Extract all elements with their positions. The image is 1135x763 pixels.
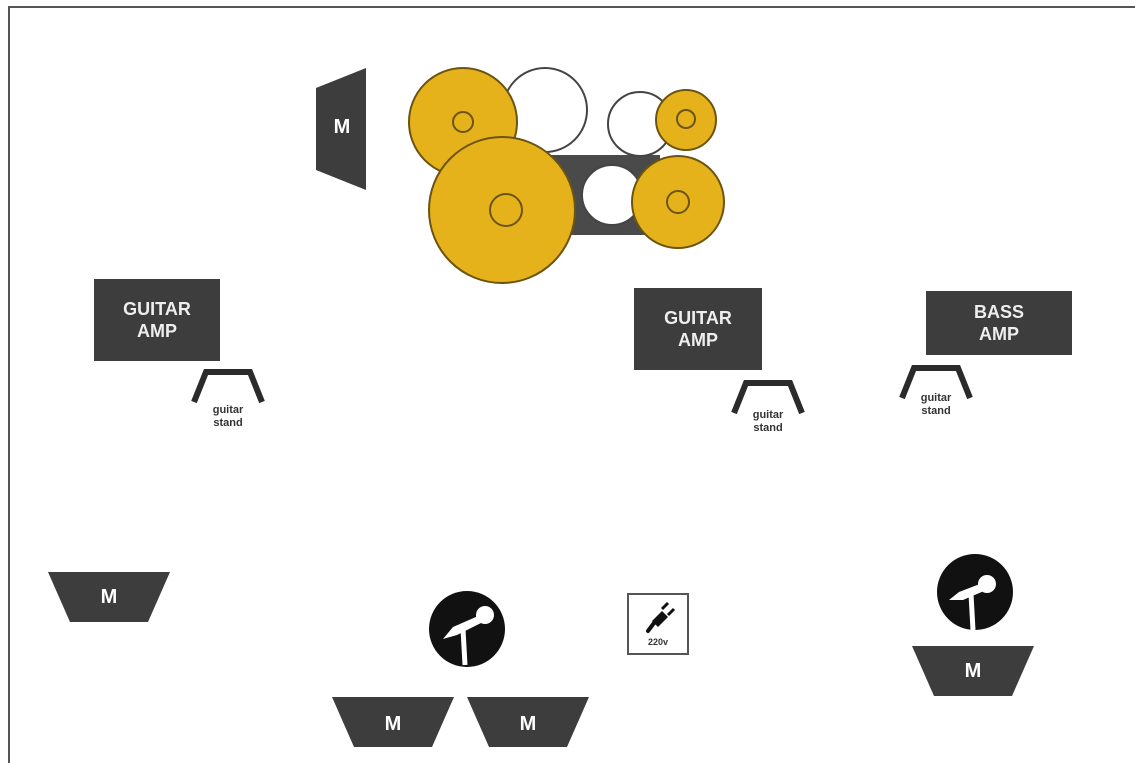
guitar-stand-center: guitar stand xyxy=(730,377,806,457)
hihat-cymbal xyxy=(631,155,725,249)
stand-label-line1: guitar xyxy=(752,409,784,421)
splash-cymbal xyxy=(655,89,717,151)
amp-label-line1: GUITAR xyxy=(123,299,191,319)
amp-label-line1: BASS xyxy=(973,302,1024,322)
power-plug-icon xyxy=(646,601,676,633)
monitor-wedge-left: M xyxy=(48,572,170,624)
guitar-amp-left: GUITAR AMP xyxy=(94,279,220,361)
guitar-stand-left: guitar stand xyxy=(190,366,266,446)
stand-label-line2: stand xyxy=(753,422,783,434)
guitar-stand-icon xyxy=(899,365,973,400)
microphone-stand-icon xyxy=(429,591,505,667)
amp-label-line2: AMP xyxy=(678,330,718,350)
guitar-stand-icon xyxy=(191,369,265,404)
amp-label-line1: GUITAR xyxy=(664,308,732,328)
monitor-label: M xyxy=(100,586,118,608)
microphone-stand-icon xyxy=(937,554,1013,631)
guitar-stand-icon xyxy=(731,380,805,415)
stand-label-line2: stand xyxy=(921,405,951,417)
drum-sidefill-monitor: M xyxy=(316,68,368,192)
monitor-wedge-right: M xyxy=(912,646,1034,698)
bass-amp: BASS AMP xyxy=(926,291,1072,355)
stand-label-line2: stand xyxy=(213,417,243,429)
amp-label-line2: AMP xyxy=(979,324,1019,344)
guitar-amp-right: GUITAR AMP xyxy=(634,288,762,370)
monitor-label: M xyxy=(519,713,537,735)
monitor-label: M xyxy=(333,116,351,138)
stage-frame xyxy=(8,6,1135,763)
monitor-label: M xyxy=(384,713,402,735)
monitor-wedge-center-right: M xyxy=(467,697,589,749)
stand-label-line1: guitar xyxy=(212,404,244,416)
drum-kit xyxy=(408,67,725,284)
power-outlet: 220v xyxy=(627,593,689,655)
ride-cymbal xyxy=(428,136,576,284)
guitar-stand-right: guitar stand xyxy=(898,362,974,442)
stand-label-line1: guitar xyxy=(920,392,952,404)
monitor-label: M xyxy=(964,660,982,682)
power-label: 220v xyxy=(647,637,669,647)
amp-label-line2: AMP xyxy=(137,321,177,341)
monitor-wedge-center-left: M xyxy=(332,697,454,749)
